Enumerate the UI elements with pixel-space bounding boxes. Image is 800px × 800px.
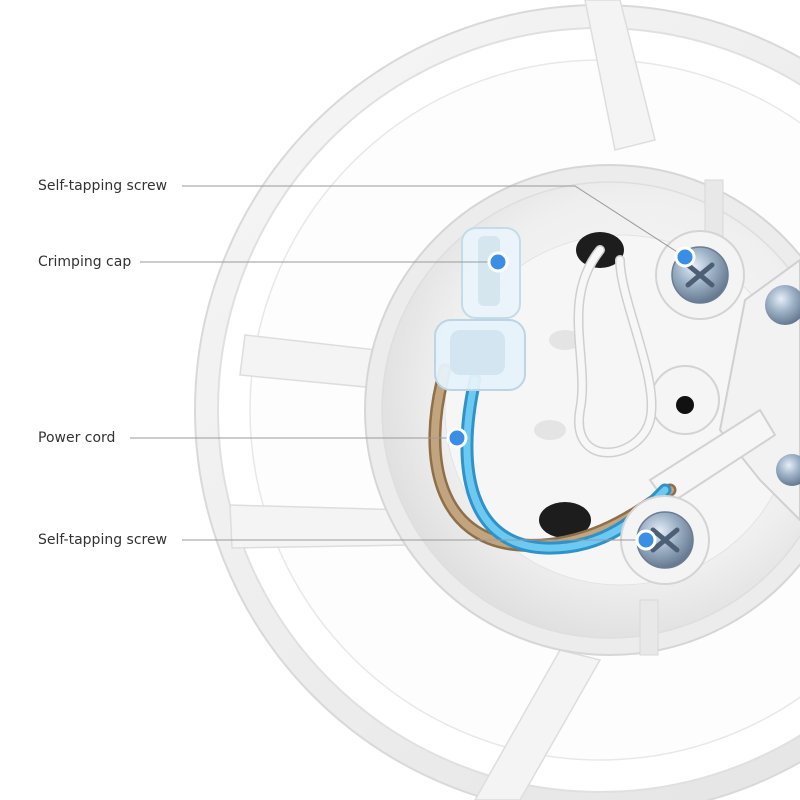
leader-line-self-tapping-screw-top bbox=[182, 185, 686, 258]
marker-self-tapping-screw-bottom bbox=[635, 529, 657, 551]
callout-markers bbox=[446, 246, 696, 551]
marker-power-cord bbox=[446, 427, 468, 449]
label-self-tapping-screw-bottom: Self-tapping screw bbox=[38, 532, 168, 548]
leader-lines bbox=[130, 185, 686, 541]
screw-top bbox=[655, 230, 745, 320]
crimping-caps bbox=[434, 227, 526, 391]
label-crimping-cap: Crimping cap bbox=[38, 254, 132, 270]
label-self-tapping-screw-top: Self-tapping screw bbox=[38, 178, 168, 194]
marker-self-tapping-screw-top bbox=[674, 246, 696, 268]
white-wire bbox=[573, 245, 657, 458]
marker-crimping-cap bbox=[487, 251, 509, 273]
label-power-cord: Power cord bbox=[38, 430, 116, 446]
